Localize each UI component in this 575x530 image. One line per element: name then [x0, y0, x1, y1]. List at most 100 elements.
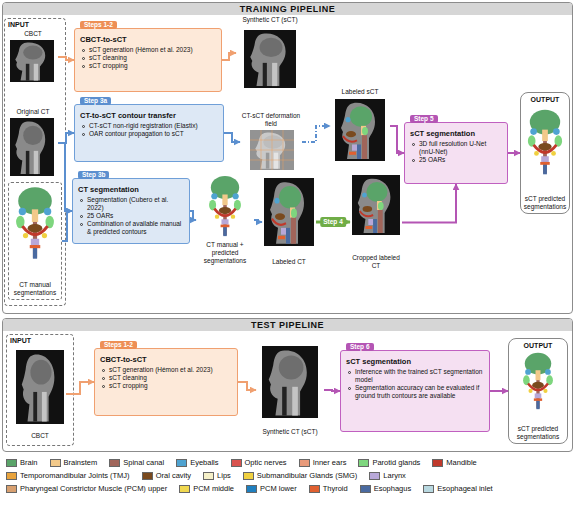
band-title: TRAINING PIPELINE [3, 3, 572, 15]
bullet-mark [82, 125, 85, 128]
image-caption: CT manual segmentations [10, 281, 60, 297]
step-title: CBCT-to-sCT [80, 35, 218, 45]
cbct-image [16, 350, 64, 424]
output-title: OUTPUT [521, 95, 569, 104]
legend-text: Eyeballs [190, 458, 218, 467]
bullet-mark [102, 369, 105, 372]
step-body: CBCT-to-sCTsCT generation (Hémon et al. … [100, 355, 234, 390]
organ-render [209, 176, 241, 236]
caption-wrap: CBCT [14, 432, 66, 440]
bullet-text: Inference with the trained sCT segmentat… [355, 368, 486, 384]
legend-swatch [246, 485, 257, 493]
bullet-row: sCT generation (Hémon et al. 2023) [100, 366, 234, 374]
image-node: Labeled sCT [330, 88, 390, 164]
bullet-mark [82, 133, 85, 136]
deformation-grid [250, 130, 294, 170]
sct-image [262, 346, 318, 418]
legend-item: Submandibular Glands (SMG) [243, 471, 357, 480]
organ-render [528, 110, 562, 175]
image-caption: Labeled CT [262, 258, 316, 266]
caption-wrap: Labeled sCT [330, 88, 390, 96]
step-tab: Step 5 [410, 115, 438, 123]
cbct-image [10, 40, 54, 82]
image-node: CBCT [14, 348, 66, 440]
bullet-text: Segmentation accuracy can be evaluated i… [355, 384, 486, 400]
group-box: OUTPUTsCT predicted segmentations [508, 338, 568, 444]
legend-text: PCM middle [193, 484, 234, 493]
legend-text: Lips [217, 471, 231, 480]
bullet-mark [102, 377, 105, 380]
bullet-text: sCT generation (Hémon et al. 2023) [109, 366, 234, 374]
step-title: CT-to-sCT contour transfer [80, 111, 220, 121]
step-body: CT segmentationSegmentation (Cubero et a… [78, 185, 186, 236]
bullet-mark [80, 199, 83, 202]
legend-swatch [6, 459, 17, 467]
image-caption: Labeled sCT [330, 88, 390, 96]
legend-text: Mandible [446, 458, 476, 467]
legend-item: Larynx [369, 471, 406, 480]
caption-wrap: Synthetic CT (sCT) [236, 16, 304, 24]
legend-item: Esophageal inlet [423, 484, 492, 493]
legend-swatch [179, 485, 190, 493]
image-caption: Synthetic CT (sCT) [236, 16, 304, 24]
bullet-text: Segmentation (Cubero et al. 2022) [87, 196, 186, 212]
legend-text: Esophagus [374, 484, 412, 493]
legend-item: PCM lower [246, 484, 297, 493]
flow-arrow [302, 126, 330, 142]
legend-item: Temporomandibular Joints (TMJ) [6, 471, 130, 480]
bullet-mark [102, 385, 105, 388]
bullet-text: sCT cropping [89, 62, 218, 70]
image-caption: CBCT [14, 432, 66, 440]
bullet-row: 25 OARs [78, 212, 186, 220]
bullet-mark [348, 387, 351, 390]
image-caption: Original CT [8, 108, 58, 116]
caption-wrap: Labeled CT [262, 258, 316, 266]
legend-text: Spinal canal [123, 458, 164, 467]
bullet-text: CT-sCT non-rigid registration (Elastix) [89, 122, 220, 130]
bullet-mark [82, 57, 85, 60]
process-box: Step 3bCT segmentationSegmentation (Cube… [72, 178, 190, 244]
step-title: CBCT-to-sCT [100, 355, 234, 365]
bullet-row: CT-sCT non-rigid registration (Elastix) [80, 122, 220, 130]
step-body: CT-to-sCT contour transferCT-sCT non-rig… [80, 111, 220, 138]
bullet-mark [412, 143, 415, 146]
legend-item: Inner ears [299, 458, 347, 467]
process-box: Step 6sCT segmentationInference with the… [340, 350, 490, 432]
legend-text: Brainstem [64, 458, 98, 467]
image-node: Labeled CT [262, 178, 316, 266]
legend-swatch [6, 472, 17, 480]
step-title: sCT segmentation [410, 129, 504, 139]
flow-arrow [62, 211, 72, 241]
legend-swatch [423, 485, 434, 493]
legend-swatch [360, 485, 371, 493]
legend-text: Oral cavity [156, 471, 191, 480]
bullet-row: Combination of available manual & predic… [78, 220, 186, 236]
flow-arrow [402, 184, 456, 223]
bullet-text: sCT cropping [109, 382, 234, 390]
bullet-text: Combination of available manual & predic… [87, 220, 186, 236]
caption-wrap: CT manual + predicted segmentations [196, 241, 254, 265]
labeled-sct-image [335, 99, 385, 161]
legend-item: PCM middle [179, 484, 234, 493]
legend-item: Parotid glands [358, 458, 420, 467]
organ-render [16, 187, 54, 258]
legend-item: Pharyngeal Constrictor Muscle (PCM) uppe… [6, 484, 167, 493]
bullet-row: Segmentation (Cubero et al. 2022) [78, 196, 186, 212]
legend-swatch [432, 459, 443, 467]
process-box: Steps 1-2CBCT-to-sCTsCT generation (Hémo… [74, 28, 222, 92]
image-caption: Cropped labeled CT [350, 254, 402, 270]
flow-arrow [254, 220, 262, 222]
group-box: OUTPUT sCT predicted segmentations [520, 92, 570, 214]
legend-swatch [243, 472, 254, 480]
output-caption: sCT predicted segmentations [522, 195, 568, 211]
image-node: Original CT [8, 108, 58, 178]
legend-text: Thyroid [323, 484, 348, 493]
group-box: INPUTCBCTOriginal CTCT manual segmentati… [4, 18, 66, 306]
flow-arrow [190, 211, 196, 220]
image-node: CT-sCT deformation field [240, 112, 302, 172]
bullet-row: OAR contour propagation to sCT [80, 130, 220, 138]
caption-wrap: sCT predicted segmentations [510, 425, 566, 441]
legend-item: Thyroid [309, 484, 348, 493]
legend-text: Inner ears [313, 458, 347, 467]
